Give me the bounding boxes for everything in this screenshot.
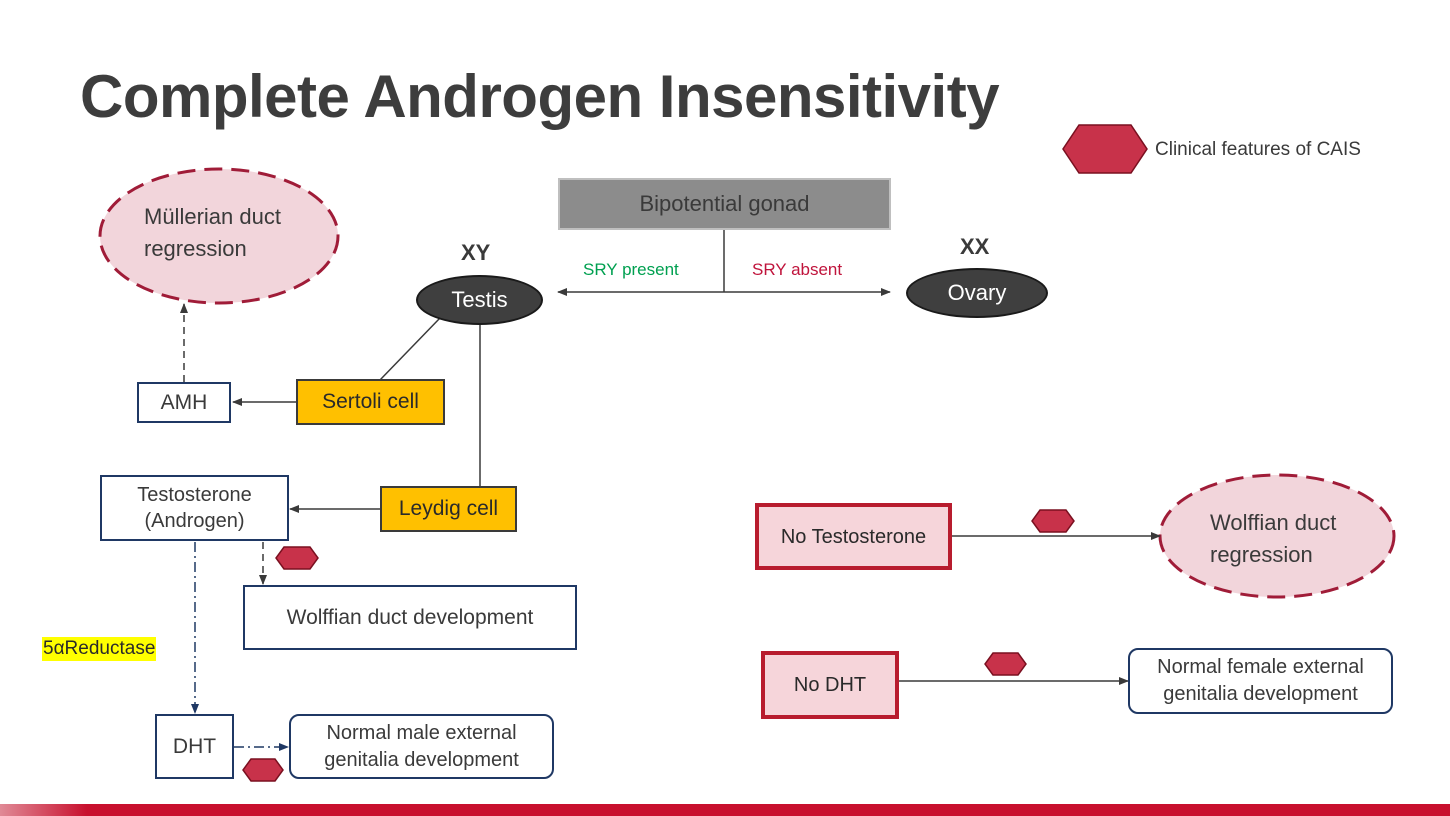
testosterone-box: Testosterone (Androgen) — [100, 475, 289, 541]
normal-male-box: Normal male external genitalia developme… — [289, 714, 554, 779]
ovary-node: Ovary — [906, 268, 1048, 318]
testis-node: Testis — [416, 275, 543, 325]
mullerian-regression-ellipse — [98, 167, 340, 305]
testosterone-line-2: (Androgen) — [144, 510, 245, 532]
wolffian-line-1: Wolffian duct — [1210, 510, 1337, 535]
normal-female-box: Normal female external genitalia develop… — [1128, 648, 1393, 714]
testosterone-line-1: Testosterone — [137, 484, 252, 506]
dht-box: DHT — [155, 714, 234, 779]
xx-label: XX — [960, 234, 990, 259]
sry-absent-label: SRY absent — [752, 260, 843, 279]
bottom-accent-bar — [0, 804, 1450, 816]
normal-female-line-2: genitalia development — [1163, 683, 1358, 705]
no-dht-box: No DHT — [761, 651, 899, 719]
feature-hexagon-icon — [275, 546, 319, 570]
sry-present-label: SRY present — [583, 260, 679, 279]
wolffian-line-2: regression — [1210, 541, 1313, 567]
five-alpha-reductase-label: 5αReductase — [42, 637, 157, 661]
feature-hexagon-icon — [242, 758, 284, 782]
wolffian-regression-text: Wolffian duct regression — [1210, 507, 1336, 571]
normal-male-line-2: genitalia development — [324, 748, 519, 771]
mullerian-line-2: regression — [144, 235, 247, 261]
legend-hexagon-icon — [1062, 124, 1148, 174]
mullerian-line-1: Müllerian duct — [144, 204, 281, 229]
bipotential-gonad-box: Bipotential gonad — [558, 178, 891, 230]
xy-label: XY — [461, 240, 491, 265]
feature-hexagon-icon — [1031, 509, 1075, 533]
no-testosterone-box: No Testosterone — [755, 503, 952, 570]
leydig-cell-box: Leydig cell — [380, 486, 517, 532]
wolffian-development-box: Wolffian duct development — [243, 585, 577, 650]
feature-hexagon-icon — [984, 652, 1027, 676]
mullerian-regression-text: Müllerian duct regression — [144, 201, 281, 265]
amh-box: AMH — [137, 382, 231, 423]
legend-label: Clinical features of CAIS — [1155, 139, 1361, 160]
normal-female-line-1: Normal female external — [1157, 656, 1364, 678]
normal-male-line-1: Normal male external — [326, 721, 517, 744]
slide-title: Complete Androgen Insensitivity — [80, 63, 1000, 130]
sertoli-cell-box: Sertoli cell — [296, 379, 445, 425]
